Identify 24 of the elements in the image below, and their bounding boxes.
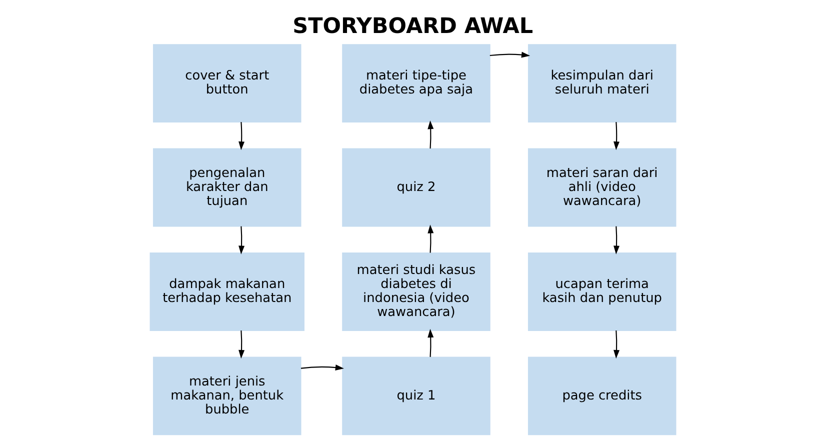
arrow <box>428 328 434 357</box>
arrow <box>238 226 245 254</box>
node-box: cover & start button <box>152 44 302 122</box>
arrow <box>428 120 434 149</box>
node-box: dampak makanan terhadap kesehatan <box>150 252 304 331</box>
arrow <box>614 122 620 150</box>
node-box: materi saran dari ahli (video wawancara) <box>528 148 676 227</box>
node-box: quiz 1 <box>342 356 490 436</box>
arrow <box>238 330 245 359</box>
arrow <box>238 122 245 150</box>
arrow <box>300 364 344 371</box>
node-box: kesimpulan dari seluruh materi <box>528 44 676 122</box>
arrow <box>490 52 530 58</box>
node-box: page credits <box>528 356 676 436</box>
arrow <box>614 226 620 254</box>
diagram-title: STORYBOARD AWAL <box>292 14 534 39</box>
node-box: materi jenis makanan, bentuk bubble <box>152 356 302 436</box>
arrow <box>428 224 434 253</box>
node-box: ucapan terima kasih dan penutup <box>528 252 676 331</box>
arrow <box>614 330 620 359</box>
node-box: pengenalan karakter dan tujuan <box>152 148 302 227</box>
node-box: materi tipe-tipe diabetes apa saja <box>342 44 490 122</box>
node-box: materi studi kasus diabetes di indonesia (video wawancara) <box>342 252 490 331</box>
node-box: quiz 2 <box>342 148 490 227</box>
